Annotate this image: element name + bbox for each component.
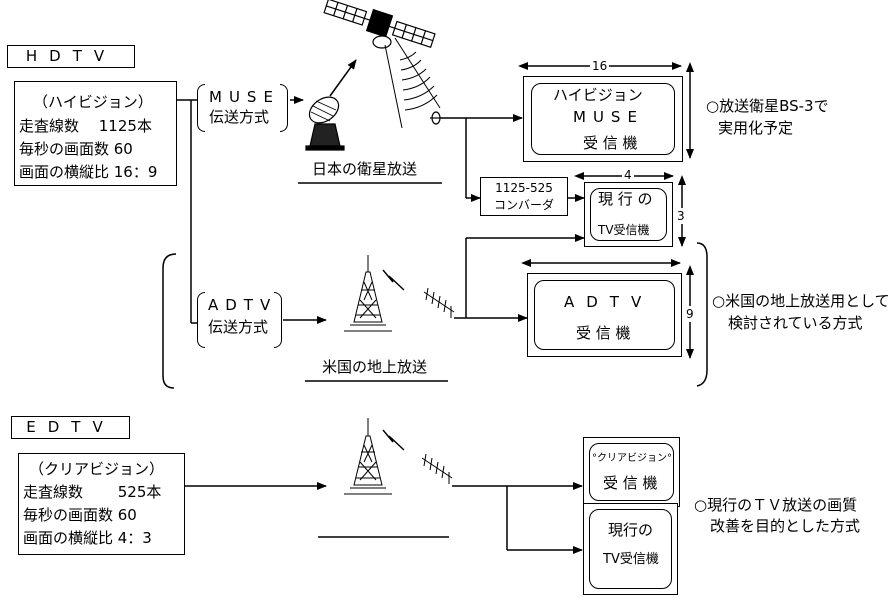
edtv-note-line2: 改善を目的とした方式: [710, 517, 860, 535]
muse-method-line2: 伝送方式: [209, 108, 269, 126]
terrestrial-caption: 米国の地上放送: [322, 358, 427, 376]
hdtv-spec-box: （ハイビジョン） 走査線数 1125本 毎秒の画面数 60 画面の横縦比 16：…: [14, 81, 177, 186]
adtv-method-line2: 伝送方式: [208, 318, 268, 336]
edtv-tag-text: EDTV: [26, 418, 114, 436]
edtv-spec-scanlines: 走査線数 525本: [23, 483, 161, 501]
hdtv-spec-aspect: 画面の横縦比 16：9: [19, 163, 157, 181]
clearvision-receiver-line2: 受 信 機: [603, 474, 658, 492]
converter-line2: コンバーダ: [481, 198, 567, 212]
adtv-method-bracket-left: [197, 292, 205, 348]
broadcast-tower-icon: [344, 255, 404, 331]
clearvision-badge: °クリアビジョン°: [592, 452, 672, 466]
adtv-receiver-line2: 受 信 機: [576, 324, 631, 342]
satellite-beam: [385, 38, 440, 128]
hivision-width-label: 16: [590, 59, 609, 73]
receiving-dish-icon: [430, 112, 440, 124]
current-tv-line2: TV受信機: [598, 223, 650, 237]
muse-bracket-right: [280, 84, 288, 132]
adtv-receiver-line1: ADTV: [564, 293, 653, 311]
hdtv-spec-name: （ハイビジョン）: [33, 93, 153, 111]
edtv-current-tv-line1: 現行の: [608, 521, 653, 539]
current-tv-width-label: 4: [622, 168, 634, 182]
muse-method-line1: MUSE: [209, 88, 280, 106]
adtv-method-line1: ADTV: [208, 296, 277, 314]
edtv-spec-name: （クリアビジョン）: [29, 460, 164, 478]
current-tv-height-label: 3: [677, 208, 685, 224]
adtv-bracket-left: [163, 254, 176, 388]
clearvision-receiver: °クリアビジョン° 受 信 機: [583, 437, 680, 507]
edtv-spec-aspect: 画面の横縦比 4：3: [23, 529, 152, 547]
hivision-receiver-line3: 受 信 機: [583, 134, 638, 152]
hivision-receiver-line2: MUSE: [573, 108, 644, 126]
hivision-receiver: ハイビジョン MUSE 受 信 機: [523, 76, 683, 162]
edtv-spec-framerate: 毎秒の画面数 60: [23, 506, 137, 524]
uplink-arrow: [330, 60, 356, 96]
converter-line1: 1125-525: [481, 181, 567, 195]
hdtv-spec-framerate: 毎秒の画面数 60: [19, 140, 133, 158]
converter-box: 1125-525 コンバーダ: [480, 177, 568, 216]
hdtv-spec-scanlines: 走査線数 1125本: [19, 117, 152, 135]
adtv-note-line1: ○米国の地上放送用として: [712, 292, 890, 310]
tv-antenna-icon: [424, 288, 454, 318]
edtv-current-tv-line2: TV受信機: [603, 553, 659, 567]
tv-antenna-icon: [422, 454, 452, 484]
hivision-receiver-line1: ハイビジョン: [553, 86, 643, 104]
uplink-dish-icon: [305, 92, 344, 150]
edtv-tag: EDTV: [11, 416, 130, 439]
hdtv-note-line1: ○放送衛星BS-3で: [706, 97, 829, 115]
edtv-note-line1: ○現行のＴＶ放送の画質: [694, 496, 857, 514]
edtv-spec-box: （クリアビジョン） 走査線数 525本 毎秒の画面数 60 画面の横縦比 4：3: [18, 453, 185, 555]
muse-bracket-left: [197, 84, 205, 132]
hdtv-tag: HDTV: [7, 45, 135, 68]
edtv-current-tv-receiver: 現行の TV受信機: [583, 503, 678, 595]
adtv-height-label: 9: [686, 306, 694, 322]
current-tv-line1: 現 行 の: [598, 190, 653, 208]
hdtv-note-line2: 実用化予定: [718, 119, 793, 137]
current-tv-receiver: 現 行 の TV受信機: [584, 182, 673, 247]
broadcast-tower-icon: [344, 418, 404, 494]
adtv-receiver: ADTV 受 信 機: [527, 273, 682, 357]
satellite-caption: 日本の衛星放送: [312, 160, 417, 178]
adtv-bracket-right: [697, 243, 707, 386]
satellite-icon: [323, 0, 436, 51]
hdtv-tag-text: HDTV: [26, 47, 116, 65]
adtv-note-line2: 検討されている方式: [728, 314, 863, 332]
